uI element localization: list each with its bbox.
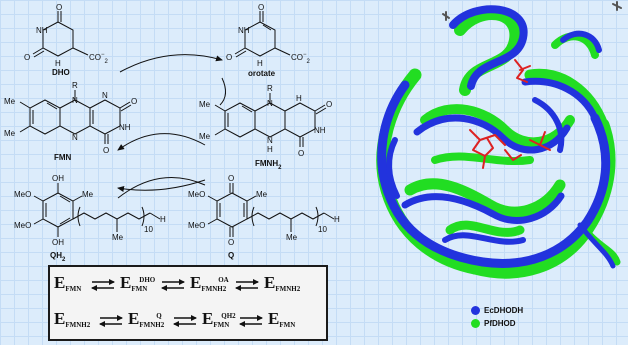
orotate-structure bbox=[234, 11, 291, 58]
q-label: Q bbox=[228, 251, 234, 260]
q-n10: 10 bbox=[318, 225, 327, 234]
bound-ligands bbox=[469, 59, 551, 169]
orotate-label: orotate bbox=[248, 69, 276, 78]
mech-r2-equilibrium-1 bbox=[99, 315, 123, 327]
q-h-end: H bbox=[334, 215, 340, 224]
fmnh2-to-fmn-arrow bbox=[117, 133, 206, 151]
mech-r1-species-3: EFMNH2OA bbox=[190, 273, 229, 293]
orotate-o-left: O bbox=[226, 53, 232, 62]
fmnh2-h1: H bbox=[267, 145, 273, 154]
corner-markers bbox=[442, 1, 622, 21]
mechanism-row-1: EFMN EFMNDHO EFMNH2OA EFMNH2 bbox=[54, 271, 324, 301]
fmn-me-bottom: Me bbox=[4, 129, 16, 138]
fmnh2-me-bottom: Me bbox=[199, 132, 211, 141]
fmn-r: R bbox=[72, 81, 78, 90]
qh2-h-end: H bbox=[160, 215, 166, 224]
qh2-me: Me bbox=[82, 190, 94, 199]
mech-r2-species-4: EFMN bbox=[268, 309, 296, 329]
mech-r1-species-2: EFMNDHO bbox=[120, 273, 156, 293]
fmnh2-structure bbox=[214, 93, 327, 147]
q-to-qh2-arrow bbox=[117, 179, 206, 192]
mech-r1-species-4: EFMNH2 bbox=[264, 273, 301, 293]
fmnh2-r: R bbox=[267, 84, 273, 93]
qh2-n10: 10 bbox=[144, 225, 153, 234]
legend-label-ecdhodh: EcDHODH bbox=[484, 306, 524, 315]
qh2-structure bbox=[33, 183, 161, 237]
protein-ribbon-overlay bbox=[376, 1, 622, 279]
legend-swatch-ecdhodh bbox=[471, 306, 480, 315]
mech-r1-equilibrium-2 bbox=[161, 279, 185, 291]
mech-r1-species-1: EFMN bbox=[54, 273, 82, 293]
fmn-me-top: Me bbox=[4, 97, 16, 106]
qh2-meo-bottom: MeO bbox=[14, 221, 31, 230]
orotate-o-top: O bbox=[258, 3, 264, 12]
mech-r2-equilibrium-2 bbox=[173, 315, 197, 327]
qh2-chain-me: Me bbox=[112, 233, 124, 242]
orotate-h: H bbox=[257, 59, 263, 68]
mech-r2-species-3: EFMNQH2 bbox=[202, 309, 236, 329]
q-o-bottom: O bbox=[228, 238, 234, 247]
orotate-co2: CO−2 bbox=[291, 52, 311, 65]
fmn-o-right: O bbox=[131, 97, 137, 106]
mech-r1-equilibrium-1 bbox=[91, 279, 115, 291]
fmnh2-o-right: O bbox=[326, 100, 332, 109]
fmn-n5: N bbox=[72, 96, 78, 105]
qh2-label: QH2 bbox=[50, 251, 66, 262]
mech-r2-species-2: EFMNH2Q bbox=[128, 309, 165, 329]
ecdhodh-ribbon bbox=[377, 5, 616, 269]
fmnh2-label: FMNH2 bbox=[255, 159, 282, 171]
mech-r2-equilibrium-3 bbox=[239, 315, 263, 327]
q-me: Me bbox=[256, 190, 268, 199]
fmnh2-o-bottom: O bbox=[298, 149, 304, 158]
dho-label: DHO bbox=[52, 68, 70, 77]
fmn-n10: N bbox=[102, 91, 108, 100]
fmn-label: FMN bbox=[54, 153, 72, 162]
dho-o-top: O bbox=[56, 3, 62, 12]
legend-item-pfdhod: PfDHOD bbox=[471, 318, 523, 329]
legend-label-pfdhod: PfDHOD bbox=[484, 319, 516, 328]
fmnh2-n5: N bbox=[267, 99, 273, 108]
legend-item-ecdhodh: EcDHODH bbox=[471, 305, 523, 316]
dho-o-left: O bbox=[24, 53, 30, 62]
mech-r1-equilibrium-3 bbox=[235, 279, 259, 291]
fmn-o-bottom: O bbox=[103, 146, 109, 155]
q-meo-bottom: MeO bbox=[188, 221, 205, 230]
dho-to-orotate-arrow bbox=[119, 54, 223, 73]
dho-structure bbox=[32, 11, 89, 58]
fmn-structure bbox=[19, 90, 132, 144]
qh2-oh-top: OH bbox=[52, 174, 64, 183]
mechanism-row-2: EFMNH2 EFMNH2Q EFMNQH2 EFMN bbox=[54, 307, 324, 337]
fmnh2-n1: N bbox=[267, 136, 273, 145]
qh2-meo-top: MeO bbox=[14, 190, 31, 199]
fmn-nh: NH bbox=[119, 123, 131, 132]
dho-h: H bbox=[55, 59, 61, 68]
dho-co2: CO−2 bbox=[89, 52, 109, 65]
q-o-top: O bbox=[228, 174, 234, 183]
fmn-n1: N bbox=[72, 133, 78, 142]
q-meo-top: MeO bbox=[188, 190, 205, 199]
kinetic-mechanism-box: EFMN EFMNDHO EFMNH2OA EFMNH2 EFMNH2 EFMN… bbox=[48, 265, 328, 341]
fmnh2-nh: NH bbox=[314, 126, 326, 135]
qh2-oh-bottom: OH bbox=[52, 238, 64, 247]
q-chain-me: Me bbox=[286, 233, 298, 242]
fmnh2-me-top: Me bbox=[199, 100, 211, 109]
mech-r2-species-1: EFMNH2 bbox=[54, 309, 91, 329]
orotate-nh: NH bbox=[238, 26, 250, 35]
fmnh2-h10: H bbox=[296, 94, 302, 103]
orotate-to-fmnh2-link bbox=[219, 77, 226, 106]
dho-nh: NH bbox=[36, 26, 48, 35]
legend-swatch-pfdhod bbox=[471, 319, 480, 328]
q-link-arrow bbox=[117, 176, 206, 199]
reaction-scheme: O NH O H CO−2 DHO O NH O H CO−2 orotate … bbox=[4, 3, 340, 262]
q-structure bbox=[207, 183, 335, 237]
structure-legend: EcDHODH PfDHOD bbox=[471, 305, 523, 331]
